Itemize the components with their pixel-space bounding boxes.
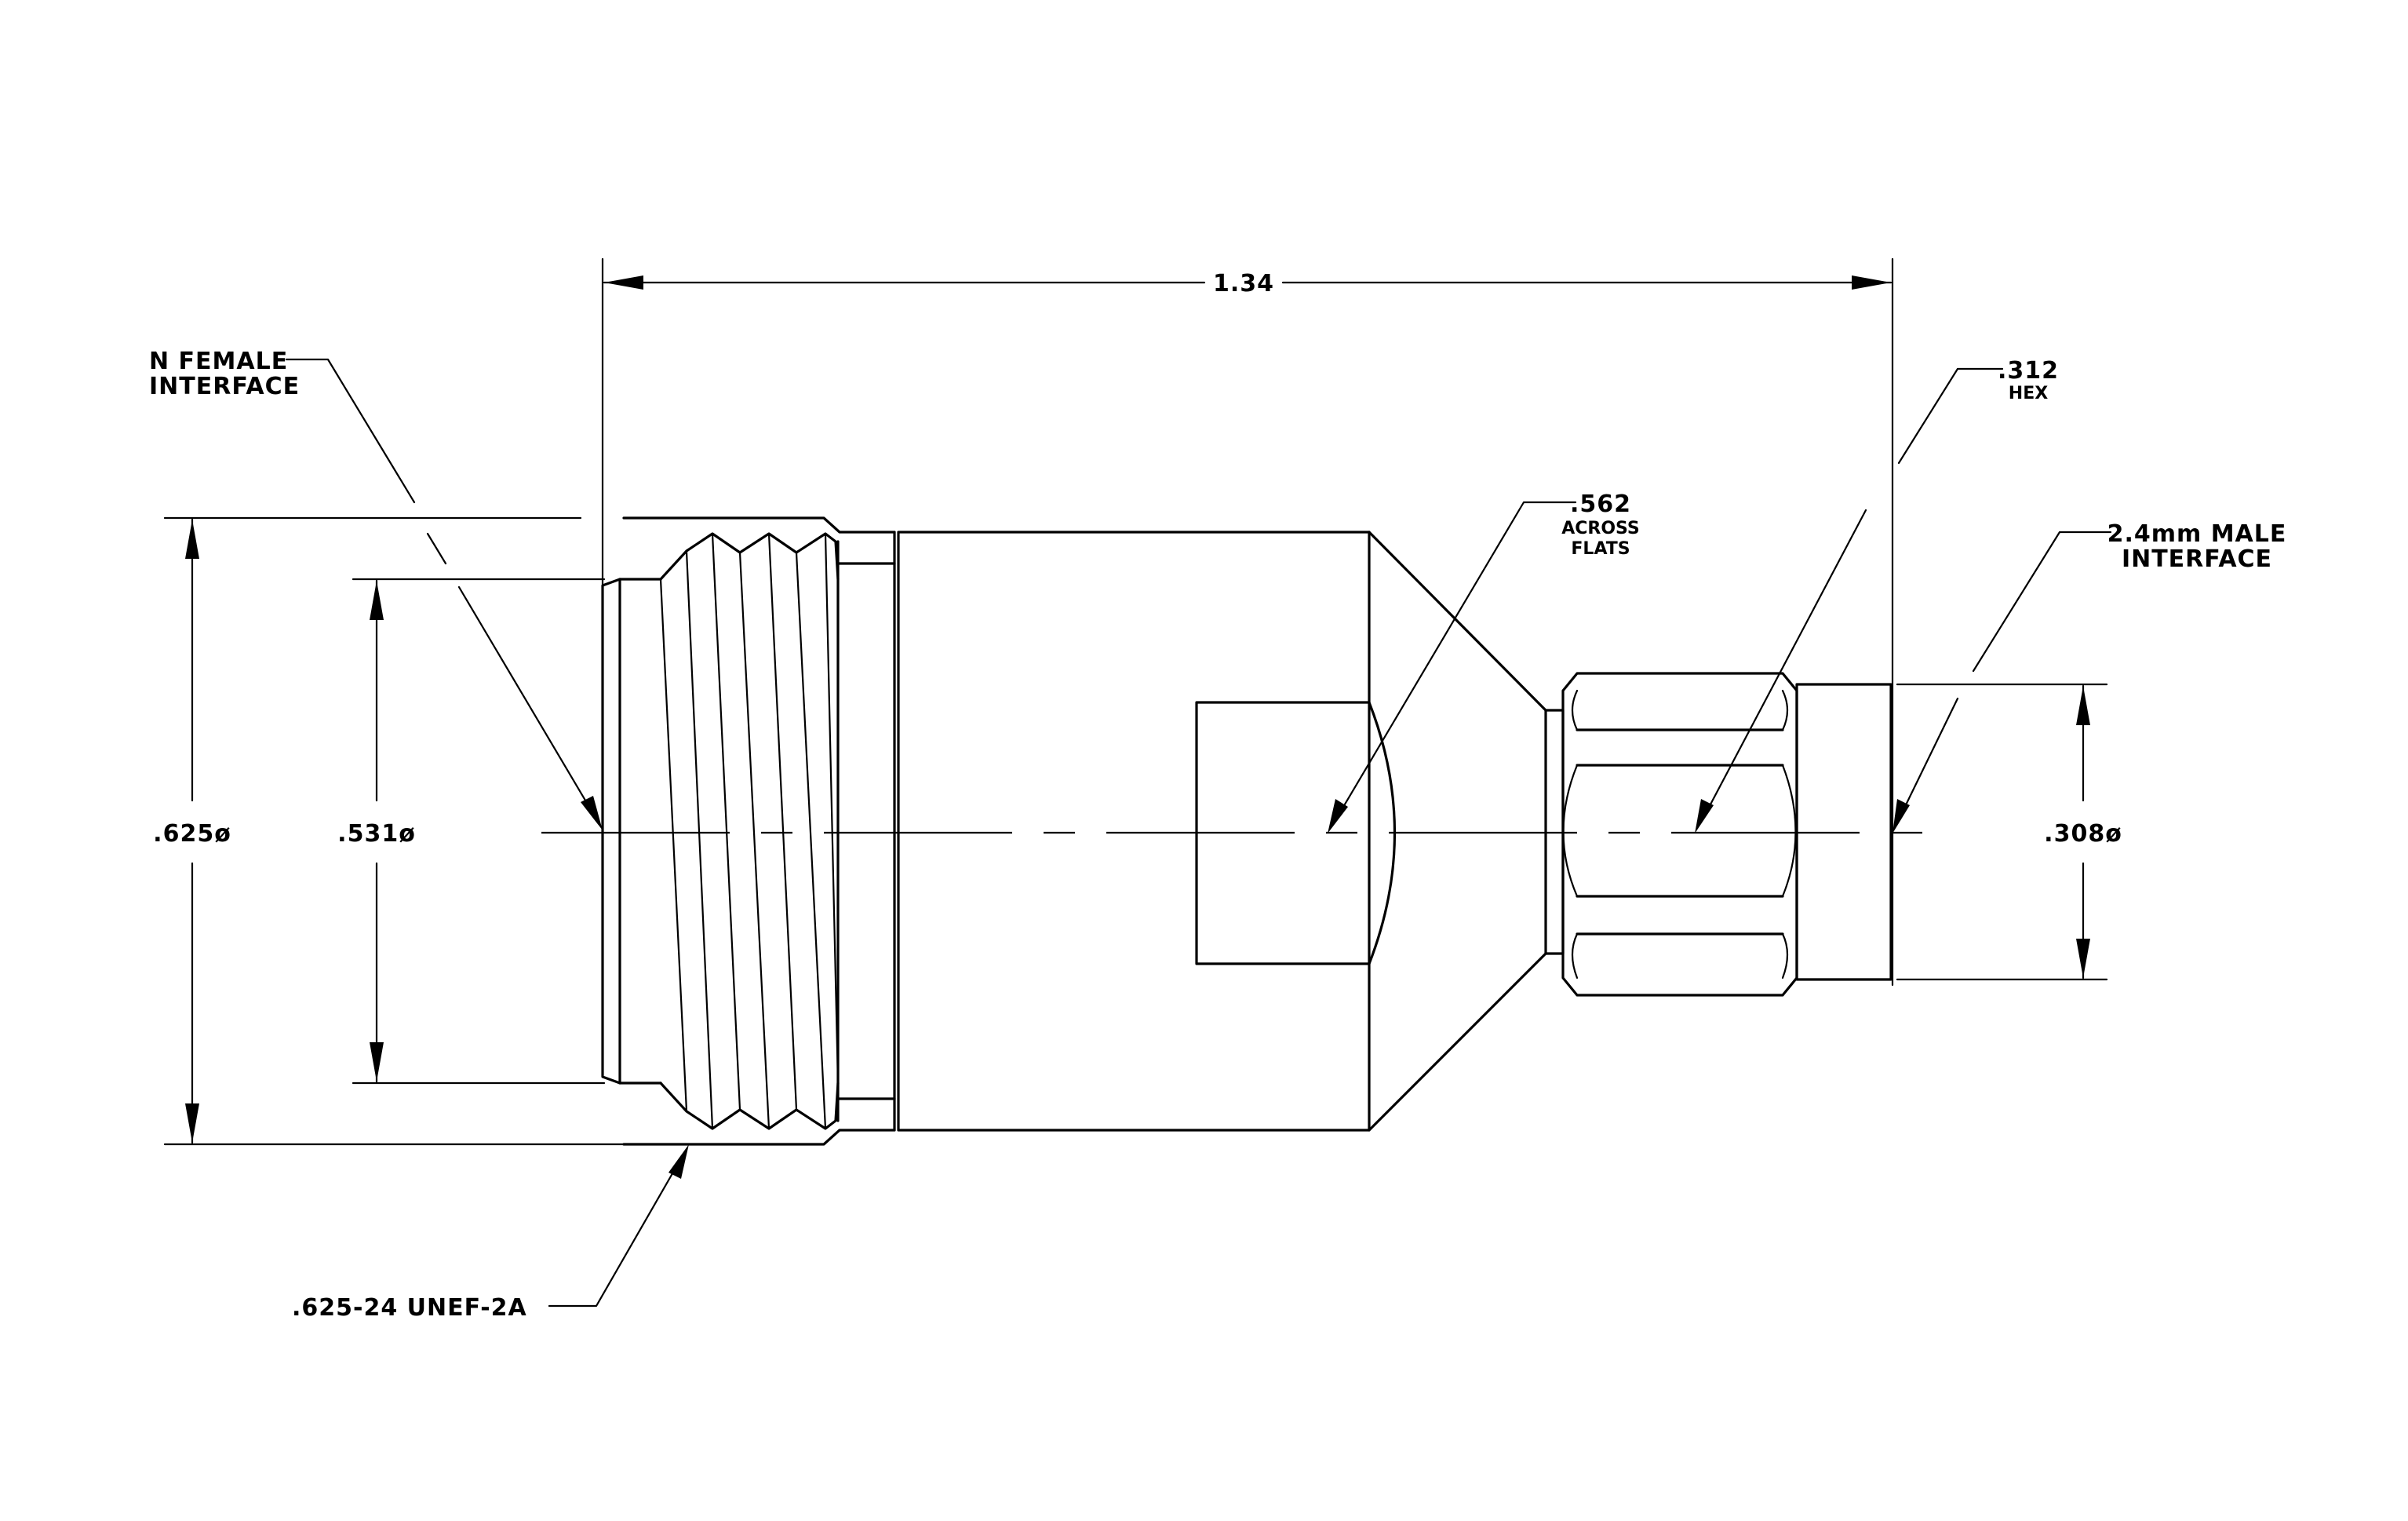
n-female-label-line1: N FEMALE: [149, 348, 288, 375]
hex-value: .312: [1998, 357, 2059, 385]
male-label-line1: 2.4mm MALE: [2107, 520, 2287, 548]
across-flats-leader: .562 ACROSS FLATS: [1328, 491, 1640, 833]
n-female-interface-body: [601, 516, 896, 1146]
hex-note: HEX: [2009, 384, 2048, 403]
coupling-nut: [1544, 672, 1798, 997]
male-label-line2: INTERFACE: [2122, 545, 2272, 573]
n-female-leader: N FEMALE INTERFACE: [149, 348, 603, 830]
dia-625-dimension: .625ø: [153, 518, 231, 1144]
extension-lines: [163, 257, 2108, 1146]
male-sleeve: [1795, 683, 1893, 981]
hex-leader: .312 HEX: [1695, 357, 2059, 833]
dia-308-label: .308ø: [2044, 820, 2122, 848]
male-interface-leader: 2.4mm MALE INTERFACE: [1893, 520, 2286, 833]
overall-length-dimension: 1.34: [603, 270, 1893, 297]
across-flats-value: .562: [1570, 491, 1631, 518]
dia-531-label: .531ø: [337, 820, 416, 848]
dia-531-dimension: .531ø: [337, 579, 416, 1083]
thread-spec-leader: .625-24 UNEF-2A: [292, 1144, 689, 1322]
thread-spec-label: .625-24 UNEF-2A: [292, 1294, 527, 1322]
dia-625-label: .625ø: [153, 820, 231, 848]
across-flats-note2: FLATS: [1571, 539, 1630, 559]
dia-308-dimension: .308ø: [2044, 684, 2122, 979]
main-hex-body: [897, 531, 1547, 1132]
overall-length-label: 1.34: [1213, 270, 1274, 297]
across-flats-note1: ACROSS: [1561, 519, 1640, 538]
n-female-label-line2: INTERFACE: [149, 373, 300, 400]
